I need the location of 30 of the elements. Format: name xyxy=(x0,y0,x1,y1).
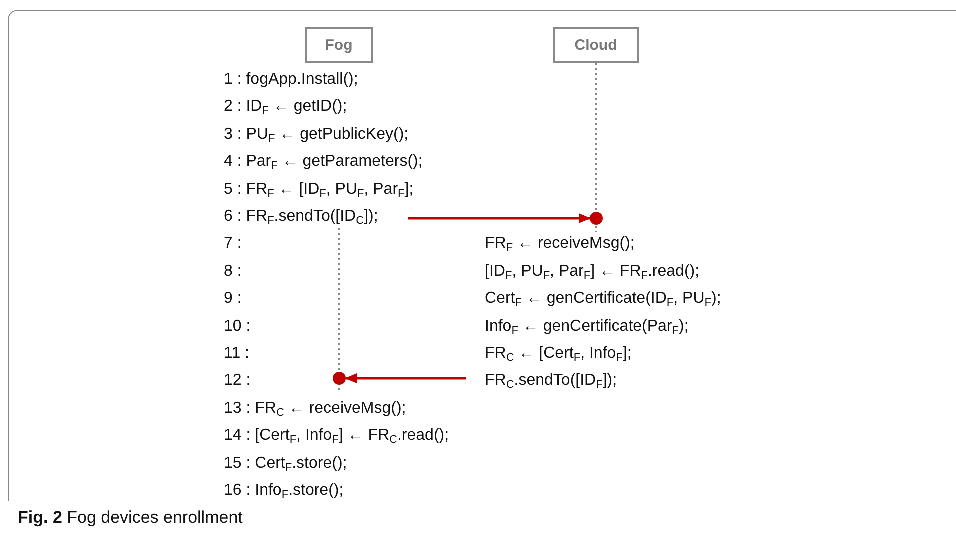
code-line: 1 : fogApp.Install(); xyxy=(224,70,358,90)
lifeline xyxy=(596,63,598,212)
line-number: 9 : xyxy=(224,289,242,310)
code-line: FR$_{F}$ ← receiveMsg(); xyxy=(485,234,635,254)
line-number: 7 : xyxy=(224,234,242,254)
code-line: 4 : Par$_{F}$ ← getParameters(); xyxy=(224,152,423,172)
endpoint-dot xyxy=(590,212,603,225)
line-number: 11 : xyxy=(224,344,250,364)
code-line: FR$_{C}$ ← [Cert$_{F}$, Info$_{F}$]; xyxy=(485,344,632,364)
participant-box: Fog xyxy=(305,27,373,63)
message-arrow xyxy=(408,214,591,224)
participant-box: Cloud xyxy=(553,27,639,63)
endpoint-dot xyxy=(333,372,346,385)
message-arrow xyxy=(345,374,466,384)
code-line: 3 : PU$_{F}$ ← getPublicKey(); xyxy=(224,124,409,145)
code-line: 2 : ID$_{F}$ ← getID(); xyxy=(224,97,348,118)
code-line: 14 : [Cert$_{F}$, Info$_{F}$] ← FR$_{C}$.read(); xyxy=(224,426,450,446)
code-line: 6 : FR$_{F}$.sendTo([ID$_{C}$]); xyxy=(224,207,378,227)
line-number: 10 : xyxy=(224,316,251,337)
code-line: Info$_{F}$ ← genCertificate(Par$_{F}$); xyxy=(485,316,689,337)
code-line: 13 : FR$_{C}$ ← receiveMsg(); xyxy=(224,398,406,419)
code-line: [ID$_{F}$, PU$_{F}$, Par$_{F}$] ← FR$_{F}$.read(); xyxy=(485,262,700,282)
figure-caption: Fig. 2 Fog devices enrollment xyxy=(18,508,243,528)
code-line: 5 : FR$_{F}$ ← [ID$_{F}$, PU$_{F}$, Par$_{F}$]; xyxy=(224,180,414,200)
code-line: 15 : Cert$_{F}$.store(); xyxy=(224,454,348,474)
code-line: FR$_{C}$.sendTo([ID$_{F}$]); xyxy=(485,371,618,392)
code-line: 16 : Info$_{F}$.store(); xyxy=(224,481,344,501)
line-number: 8 : xyxy=(224,262,242,282)
code-line: Cert$_{F}$ ← genCertificate(ID$_{F}$, PU$_{F}$); xyxy=(485,289,722,310)
line-number: 12 : xyxy=(224,371,251,392)
